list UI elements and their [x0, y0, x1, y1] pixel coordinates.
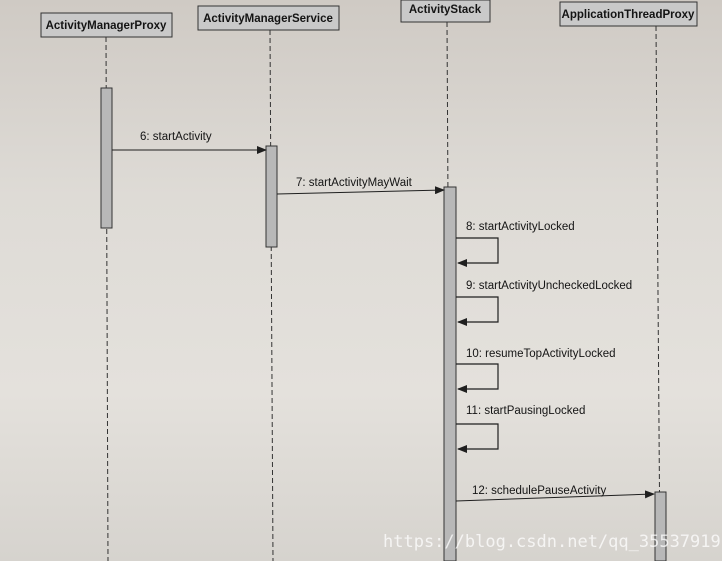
activation-activity-manager-proxy	[100, 87, 113, 229]
message-label: 8: startActivityLocked	[466, 221, 575, 233]
message-label: 12: schedulePauseActivity	[472, 485, 606, 497]
participant-activity-manager-service: ActivityManagerService	[197, 5, 340, 31]
message-label: 10: resumeTopActivityLocked	[466, 348, 616, 360]
participant-activity-manager-proxy: ActivityManagerProxy	[40, 12, 173, 38]
participant-activity-stack: ActivityStack	[400, 0, 491, 23]
message-10-self-call: 10: resumeTopActivityLocked	[456, 348, 616, 393]
activation-activity-stack	[443, 186, 457, 561]
participant-label: ApplicationThreadProxy	[562, 9, 696, 21]
message-9-self-call: 9: startActivityUncheckedLocked	[456, 280, 632, 326]
participant-label: ActivityManagerProxy	[46, 20, 167, 32]
message-label: 7: startActivityMayWait	[296, 177, 413, 189]
lifeline-application-thread-proxy	[655, 25, 661, 561]
message-7: 7: startActivityMayWait	[276, 177, 445, 195]
lifeline-activity-manager-service	[269, 29, 274, 561]
message-6: 6: startActivity	[112, 131, 267, 154]
participant-label: ActivityManagerService	[203, 13, 333, 25]
message-label: 11: startPausingLocked	[466, 405, 585, 417]
message-8-self-call: 8: startActivityLocked	[456, 221, 575, 267]
watermark-text: https://blog.csdn.net/qq_35537919	[383, 532, 721, 552]
participant-application-thread-proxy: ApplicationThreadProxy	[559, 1, 698, 27]
message-label: 9: startActivityUncheckedLocked	[466, 280, 632, 292]
activation-application-thread-proxy	[654, 491, 667, 561]
message-12: 12: schedulePauseActivity	[455, 485, 655, 502]
participant-label: ActivityStack	[409, 4, 482, 16]
message-label: 6: startActivity	[140, 131, 212, 143]
message-11-self-call: 11: startPausingLocked	[456, 405, 585, 453]
lifeline-activity-manager-proxy	[105, 36, 109, 561]
activation-activity-manager-service	[265, 145, 278, 248]
